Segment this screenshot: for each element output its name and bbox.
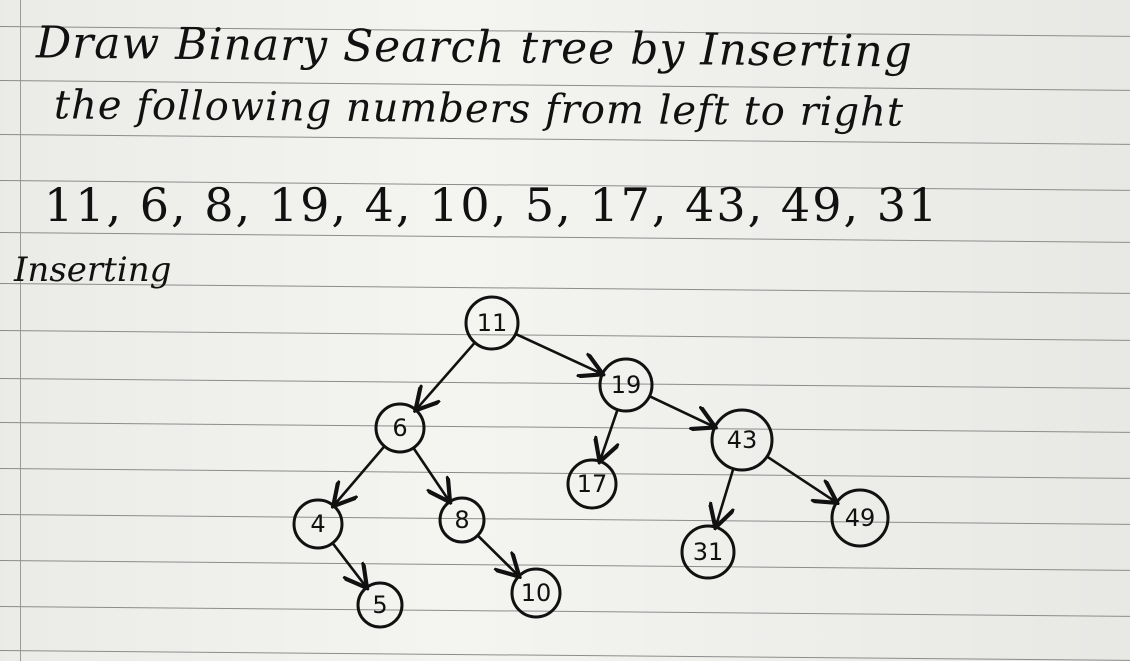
tree-node-31: 31 xyxy=(680,524,736,580)
tree-nodes: 11 6 19 4 8 17 43 5 10 31 49 xyxy=(292,295,890,629)
node-label: 19 xyxy=(611,371,642,399)
tree-node-6: 6 xyxy=(374,402,426,454)
tree-edges xyxy=(331,332,835,586)
tree-edge-19-43 xyxy=(648,394,713,426)
section-label: Inserting xyxy=(14,250,172,290)
tree-node-43: 43 xyxy=(710,408,774,472)
tree-node-8: 8 xyxy=(438,496,486,544)
node-circle xyxy=(374,402,426,454)
tree-edge-6-4 xyxy=(335,444,386,504)
node-label: 10 xyxy=(521,579,552,607)
node-circle xyxy=(356,581,404,629)
tree-node-10: 10 xyxy=(510,567,562,619)
tree-edge-11-6 xyxy=(417,341,477,409)
node-label: 17 xyxy=(577,470,608,498)
tree-edge-19-17 xyxy=(600,408,617,460)
tree-edge-11-19 xyxy=(514,332,601,373)
node-circle xyxy=(464,295,520,351)
tree-edge-43-49 xyxy=(765,455,835,502)
node-circle xyxy=(830,488,890,548)
node-label: 11 xyxy=(477,309,508,337)
number-sequence: 11, 6, 8, 19, 4, 10, 5, 17, 43, 49, 31 xyxy=(44,178,940,232)
tree-edge-8-10 xyxy=(476,534,518,574)
node-circle xyxy=(292,498,344,550)
node-circle xyxy=(566,458,618,510)
tree-node-17: 17 xyxy=(566,458,618,510)
tree-node-5: 5 xyxy=(356,581,404,629)
node-circle xyxy=(438,496,486,544)
node-label: 6 xyxy=(392,414,407,442)
tree-node-49: 49 xyxy=(830,488,890,548)
tree-node-4: 4 xyxy=(292,498,344,550)
tree-edge-6-8 xyxy=(412,446,448,500)
node-label: 31 xyxy=(693,538,724,566)
node-label: 8 xyxy=(454,506,469,534)
tree-edge-4-5 xyxy=(331,541,366,586)
node-label: 4 xyxy=(310,510,325,538)
tree-edge-43-31 xyxy=(716,467,733,526)
tree-node-11: 11 xyxy=(464,295,520,351)
node-circle xyxy=(710,408,774,472)
node-circle xyxy=(598,357,654,413)
node-circle xyxy=(680,524,736,580)
node-label: 5 xyxy=(372,591,387,619)
node-label: 43 xyxy=(727,426,758,454)
node-circle xyxy=(510,567,562,619)
tree-node-19: 19 xyxy=(598,357,654,413)
node-label: 49 xyxy=(845,504,876,532)
